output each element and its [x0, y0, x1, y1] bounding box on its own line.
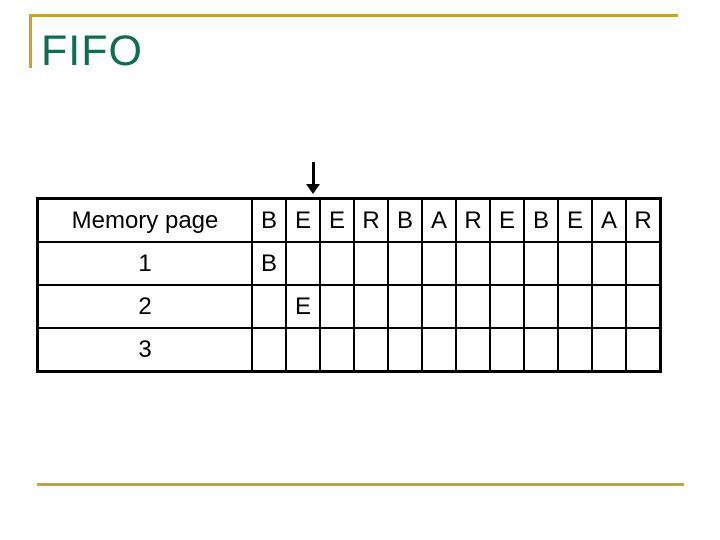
frame-cell	[523, 241, 559, 286]
reference-cell: R	[353, 197, 389, 243]
frame-cell	[625, 327, 662, 373]
fifo-table: Memory page B E E R B A R E B E A R 1 B	[36, 197, 662, 373]
left-accent-line	[29, 14, 32, 68]
frame-cell	[353, 284, 389, 329]
frame-cell	[455, 241, 491, 286]
bottom-accent-line	[37, 483, 684, 486]
frame-cell	[455, 284, 491, 329]
frame-cell	[251, 284, 287, 329]
frame-cell	[319, 241, 355, 286]
reference-cell: B	[387, 197, 423, 243]
frame-cell: E	[285, 284, 321, 329]
frame-cell	[523, 284, 559, 329]
frame-cell	[319, 284, 355, 329]
current-step-arrow-icon	[306, 162, 320, 194]
frame-cell	[353, 327, 389, 373]
arrow-head	[306, 184, 320, 194]
frame-cell	[591, 284, 627, 329]
frame-cell	[251, 327, 287, 373]
frame-cell	[557, 284, 593, 329]
memory-frame-row: 3	[36, 327, 662, 373]
frame-cell	[387, 327, 423, 373]
memory-frame-row: 1 B	[36, 241, 662, 286]
frame-row-label: 2	[36, 284, 253, 329]
top-accent-line	[32, 14, 678, 17]
frame-cell	[489, 241, 525, 286]
frame-cell	[455, 327, 491, 373]
frame-cell	[421, 327, 457, 373]
reference-cell: B	[523, 197, 559, 243]
reference-cell: E	[557, 197, 593, 243]
reference-cell: A	[421, 197, 457, 243]
reference-cell: E	[285, 197, 321, 243]
frame-cell	[557, 327, 593, 373]
frame-cell	[285, 327, 321, 373]
frame-cell	[489, 284, 525, 329]
frame-cell	[591, 241, 627, 286]
reference-cell: E	[319, 197, 355, 243]
frame-cell: B	[251, 241, 287, 286]
frame-cell	[387, 241, 423, 286]
frame-row-label: 1	[36, 241, 253, 286]
frame-cell	[421, 241, 457, 286]
frame-cell	[625, 241, 662, 286]
frame-cell	[421, 284, 457, 329]
frame-cell	[319, 327, 355, 373]
frame-cell	[523, 327, 559, 373]
frame-cell	[591, 327, 627, 373]
frame-row-label: 3	[36, 327, 253, 373]
frame-cell	[625, 284, 662, 329]
memory-frame-row: 2 E	[36, 284, 662, 329]
slide-title: FIFO	[41, 27, 143, 75]
reference-string-row: Memory page B E E R B A R E B E A R	[36, 197, 662, 243]
frame-cell	[489, 327, 525, 373]
reference-cell: R	[625, 197, 662, 243]
frame-cell	[285, 241, 321, 286]
reference-cell: A	[591, 197, 627, 243]
frame-cell	[353, 241, 389, 286]
memory-page-header: Memory page	[36, 197, 253, 243]
frame-cell	[557, 241, 593, 286]
frame-cell	[387, 284, 423, 329]
arrow-stem	[311, 162, 315, 185]
reference-cell: R	[455, 197, 491, 243]
reference-cell: E	[489, 197, 525, 243]
reference-cell: B	[251, 197, 287, 243]
